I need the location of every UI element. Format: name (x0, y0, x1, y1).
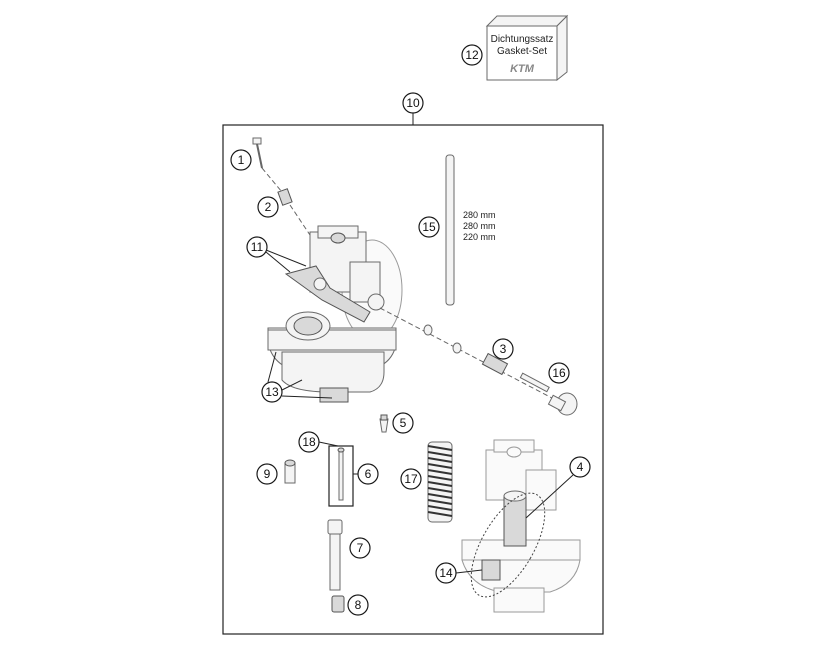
callout-12: 12 (461, 44, 483, 66)
callout-5: 5 (392, 412, 414, 434)
callout-15: 15 (418, 216, 440, 238)
svg-text:2: 2 (265, 200, 272, 214)
svg-text:5: 5 (400, 416, 407, 430)
tube-lengths: 280 mm 280 mm 220 mm (463, 210, 496, 242)
callout-16: 16 (548, 362, 570, 384)
washer-part (423, 324, 462, 354)
spring-small-part (277, 188, 293, 206)
gasket-box-line2: Gasket-Set (497, 46, 547, 57)
kit-frame (222, 124, 604, 635)
carburetor-body-lower (461, 439, 581, 613)
callout-13: 13 (261, 381, 283, 403)
adjuster-screw-part (519, 372, 578, 416)
jet-needle-part (337, 447, 345, 501)
main-jet-part (331, 595, 345, 613)
gasket-box-line1: Dichtungssatz (491, 34, 554, 45)
callout-17: 17 (400, 468, 422, 490)
gasket-set-box: Dichtungssatz Gasket-Set KTM (485, 14, 569, 82)
svg-text:1: 1 (238, 153, 245, 167)
svg-text:220 mm: 220 mm (463, 232, 496, 242)
screw-part (252, 137, 263, 169)
svg-text:280 mm: 280 mm (463, 221, 496, 231)
callout-10: 10 (402, 92, 424, 114)
callout-11: 11 (246, 236, 268, 258)
carburetor-body (267, 225, 403, 403)
callout-1: 1 (230, 149, 252, 171)
callout-7: 7 (349, 537, 371, 559)
svg-text:13: 13 (265, 385, 279, 399)
svg-text:9: 9 (264, 467, 271, 481)
svg-text:17: 17 (404, 472, 418, 486)
svg-text:3: 3 (500, 342, 507, 356)
callout-9: 9 (256, 463, 278, 485)
callout-18: 18 (298, 431, 320, 453)
callout-6: 6 (357, 463, 379, 485)
svg-text:10: 10 (406, 96, 420, 110)
callout-3: 3 (492, 338, 514, 360)
svg-text:7: 7 (357, 541, 364, 555)
throttle-spring-part (427, 441, 453, 523)
atomizer-part (327, 519, 343, 591)
ktm-logo: KTM (510, 63, 535, 75)
svg-text:15: 15 (422, 220, 436, 234)
svg-text:14: 14 (439, 566, 453, 580)
vent-tube-part (445, 154, 455, 306)
svg-text:6: 6 (365, 467, 372, 481)
throttle-lever-part (284, 265, 371, 323)
pilot-jet-part (284, 459, 296, 484)
svg-text:18: 18 (302, 435, 316, 449)
needle-valve-part (379, 414, 389, 433)
needle-box (328, 445, 354, 507)
callout-4: 4 (569, 456, 591, 478)
svg-text:12: 12 (465, 48, 479, 62)
svg-text:16: 16 (552, 366, 566, 380)
svg-text:8: 8 (355, 598, 362, 612)
spring-medium-part (481, 352, 509, 376)
svg-text:4: 4 (577, 460, 584, 474)
callout-8: 8 (347, 594, 369, 616)
svg-text:280 mm: 280 mm (463, 210, 496, 220)
callout-2: 2 (257, 196, 279, 218)
svg-text:11: 11 (251, 240, 264, 254)
callout-14: 14 (435, 562, 457, 584)
